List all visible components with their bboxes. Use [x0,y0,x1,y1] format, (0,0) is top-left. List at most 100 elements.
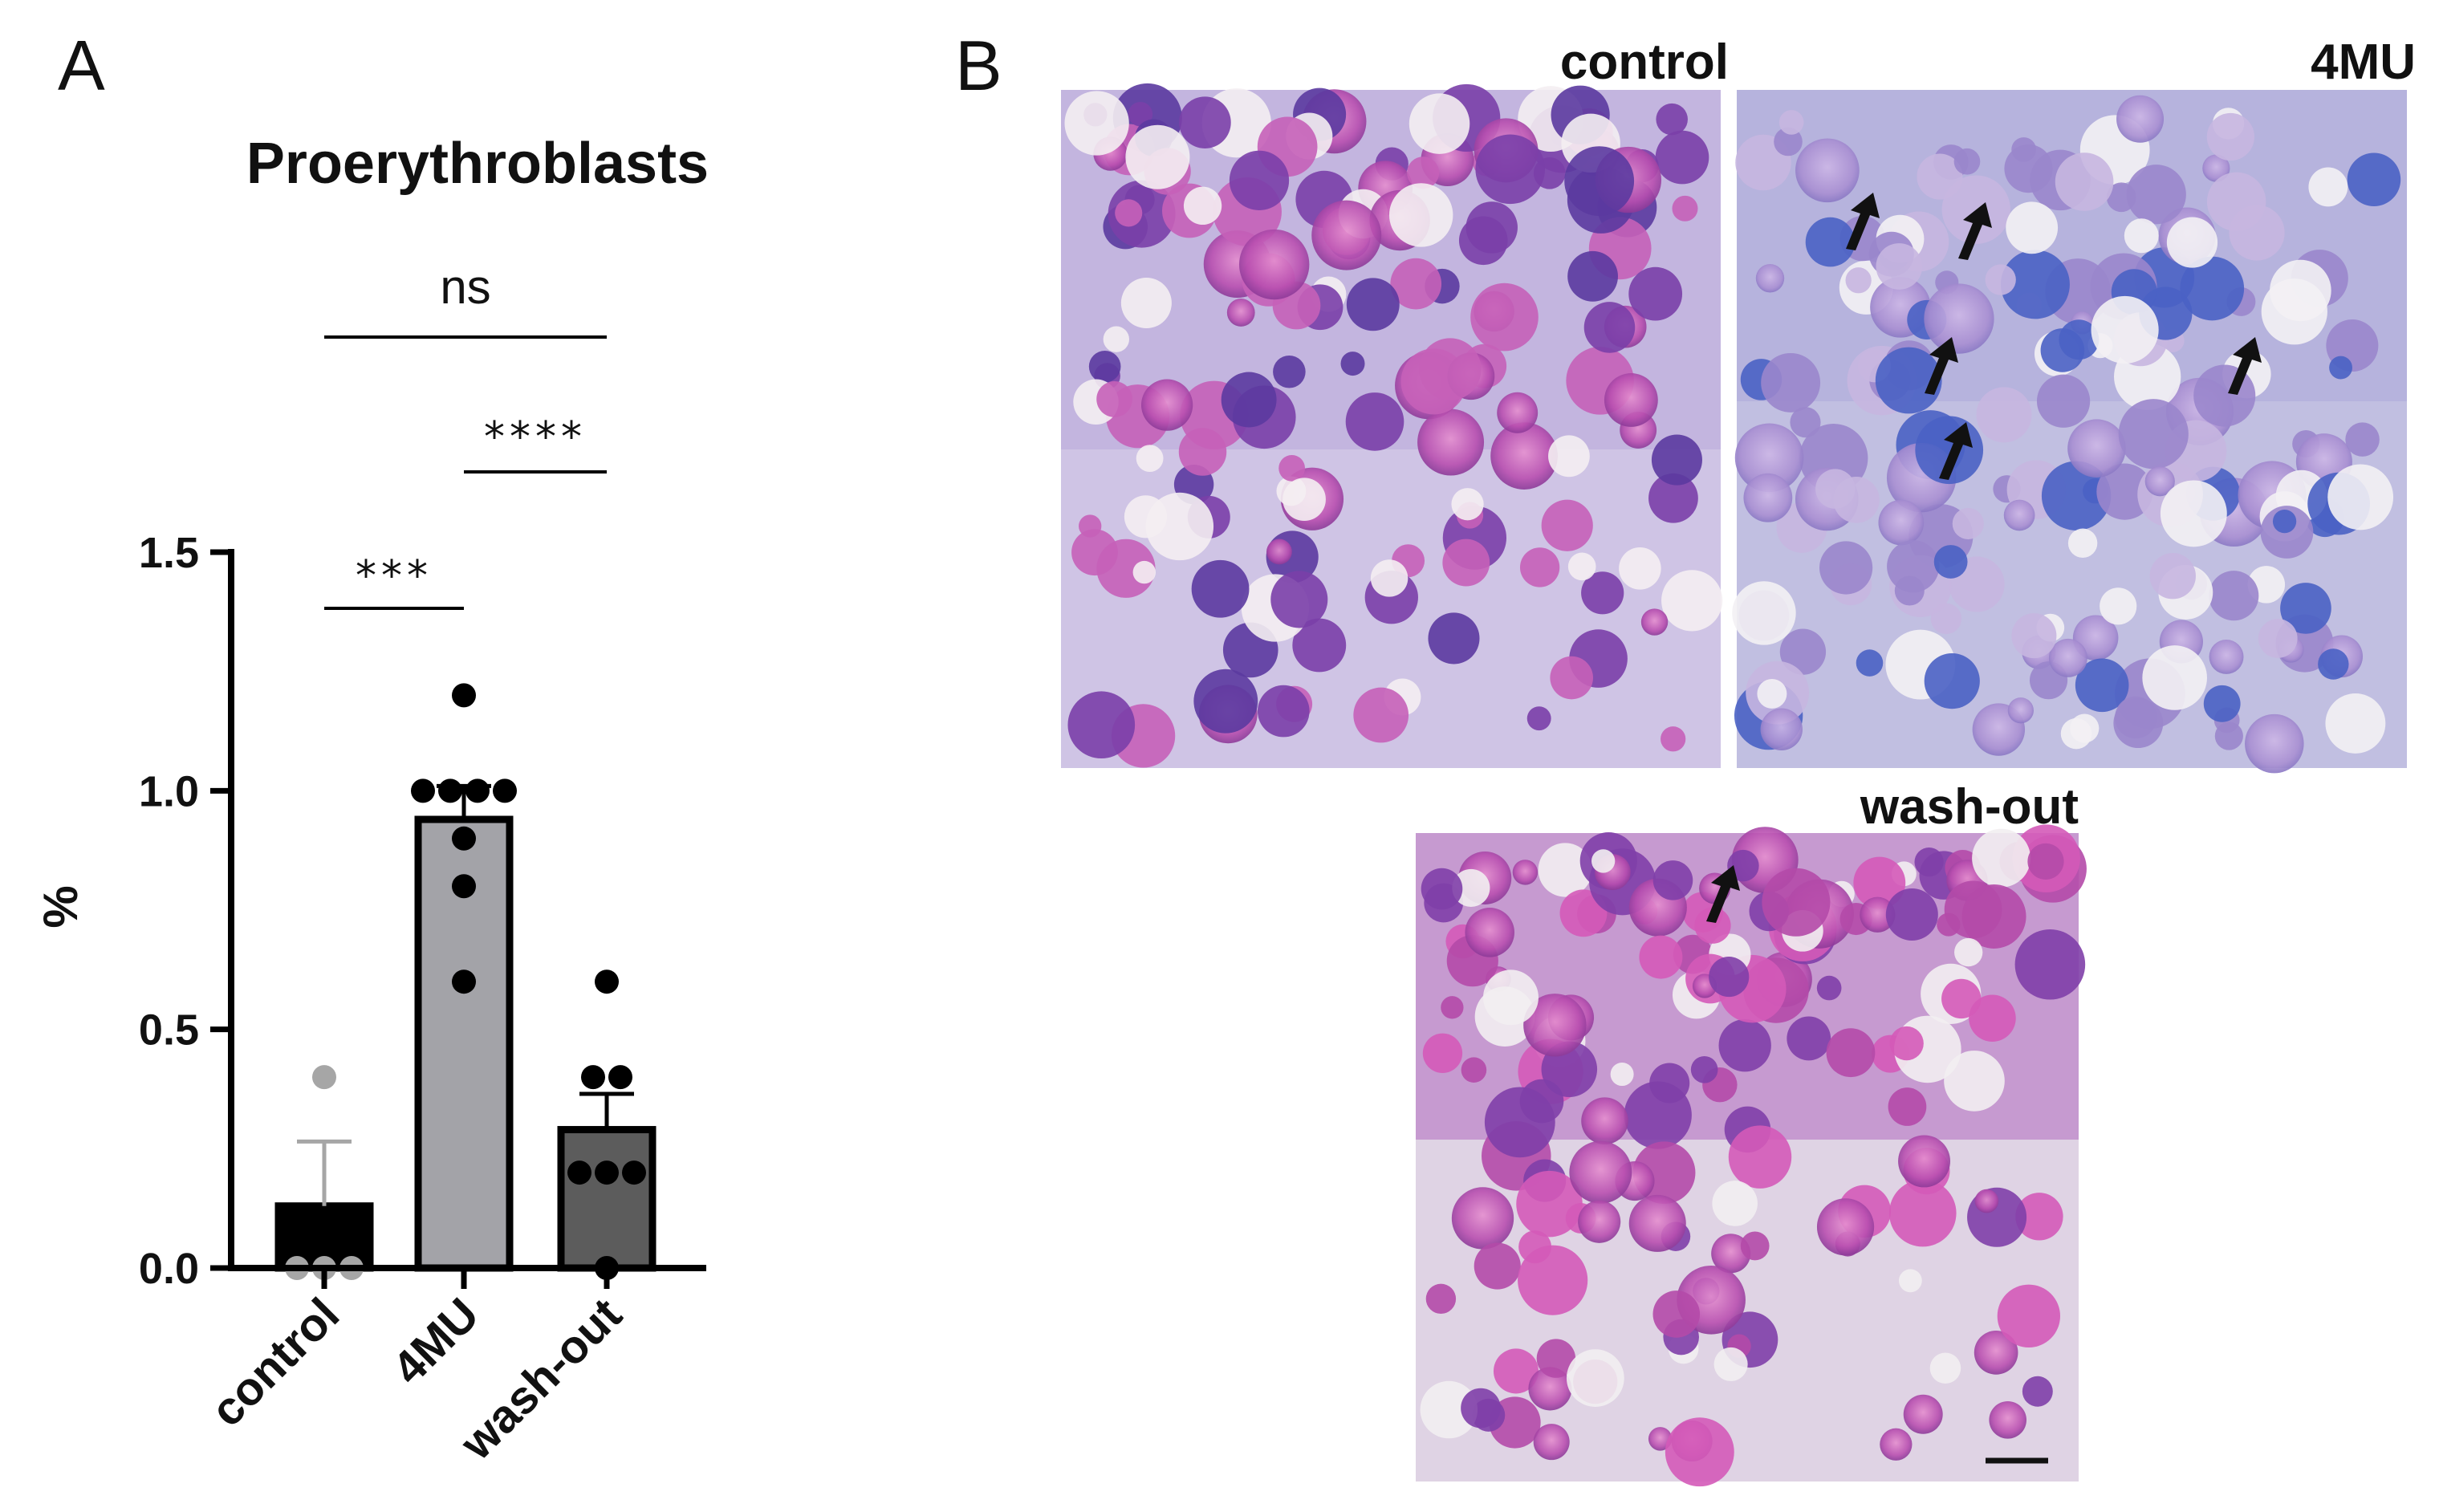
y-axis-label: % [34,885,87,928]
cell [1628,266,1683,321]
cell [2345,422,2380,457]
cell [1914,847,1944,877]
data-point [493,778,517,803]
cell [1929,1352,1961,1384]
cell [1266,539,1292,565]
cell [2006,201,2059,254]
cell [2115,696,2157,739]
cell [1497,392,1539,433]
cell [1898,1269,1922,1293]
cell [2258,619,2298,658]
cell [1941,175,2010,244]
cell [1559,889,1608,937]
cell [1876,243,1923,290]
cell [1779,628,1827,675]
cell [2318,648,2349,680]
cell [1493,1348,1539,1394]
cell [2272,509,2297,534]
cell [2041,461,2112,530]
cell [1292,618,1347,673]
cell [2011,613,2057,659]
data-point [452,969,476,994]
cell [1604,373,1658,427]
cell [1461,1057,1487,1083]
arrow-icon [1846,193,1880,250]
cell [1985,264,2016,295]
cell [2022,1376,2053,1407]
cell [2144,466,2175,497]
cell [1407,156,1440,189]
cell [1567,250,1618,302]
cell [1567,552,1596,581]
cell [1136,445,1164,473]
cell [1442,539,1490,587]
cell [2075,658,2129,713]
cell [1132,560,1156,584]
micrograph-4mu [1732,90,2407,774]
cell [2214,721,2243,750]
micrograph-washout [1416,824,2087,1487]
cell [1483,969,1539,1026]
cell [1974,1189,1999,1213]
cell [2091,295,2159,364]
cell [1064,91,1129,156]
cell [2166,217,2218,268]
cell [2007,697,2034,724]
cell [2280,583,2331,634]
cell [1533,1424,1570,1461]
cell [1610,1063,1634,1087]
cell [1652,860,1693,900]
cell [1651,434,1702,486]
cell [1340,352,1365,376]
cell [1845,267,1872,294]
cell [1550,656,1593,700]
data-point [312,1065,336,1090]
cell [1761,352,1821,413]
data-point [452,874,476,899]
cell [2193,364,2256,427]
cell [1564,146,1635,217]
cell [1972,828,2031,888]
cell [1088,350,1121,383]
cell [1856,649,1884,677]
cell [1451,488,1484,521]
cell [1933,545,1968,579]
cell [1519,1079,1564,1124]
cell [1474,1242,1521,1290]
micrograph-label-control: control [1560,35,1729,90]
cell [2142,645,2207,710]
cell [2202,154,2230,182]
cell [1096,380,1133,417]
cell [1465,908,1514,957]
cell [1071,529,1118,576]
cell [1569,1140,1632,1204]
y-tick-label: 0.0 [139,1245,199,1293]
cell [2027,843,2064,880]
cell [1578,1200,1621,1243]
cell [1475,134,1546,205]
cell [1420,1380,1478,1439]
cell [1819,541,1873,595]
cell [1762,868,1831,937]
cell [1639,935,1683,979]
cell [1519,547,1560,587]
cell [1774,127,1803,156]
cell [1140,379,1193,431]
bar-2 [557,1126,656,1272]
y-tick-label: 1.0 [139,767,199,815]
cell [1816,975,1842,1001]
arrow-icon [2228,337,2262,395]
cell [1805,217,1856,267]
cell [1661,570,1723,632]
cell [1226,299,1255,327]
cell [1388,183,1453,247]
cell [1694,907,1731,944]
cell [2067,419,2126,478]
cell [1425,1283,1457,1315]
cell [2100,587,2137,625]
cell [1997,1284,2061,1347]
cell [1655,130,1709,185]
data-point [622,1160,646,1185]
cell [1718,1019,1771,1072]
cell [1490,422,1558,490]
